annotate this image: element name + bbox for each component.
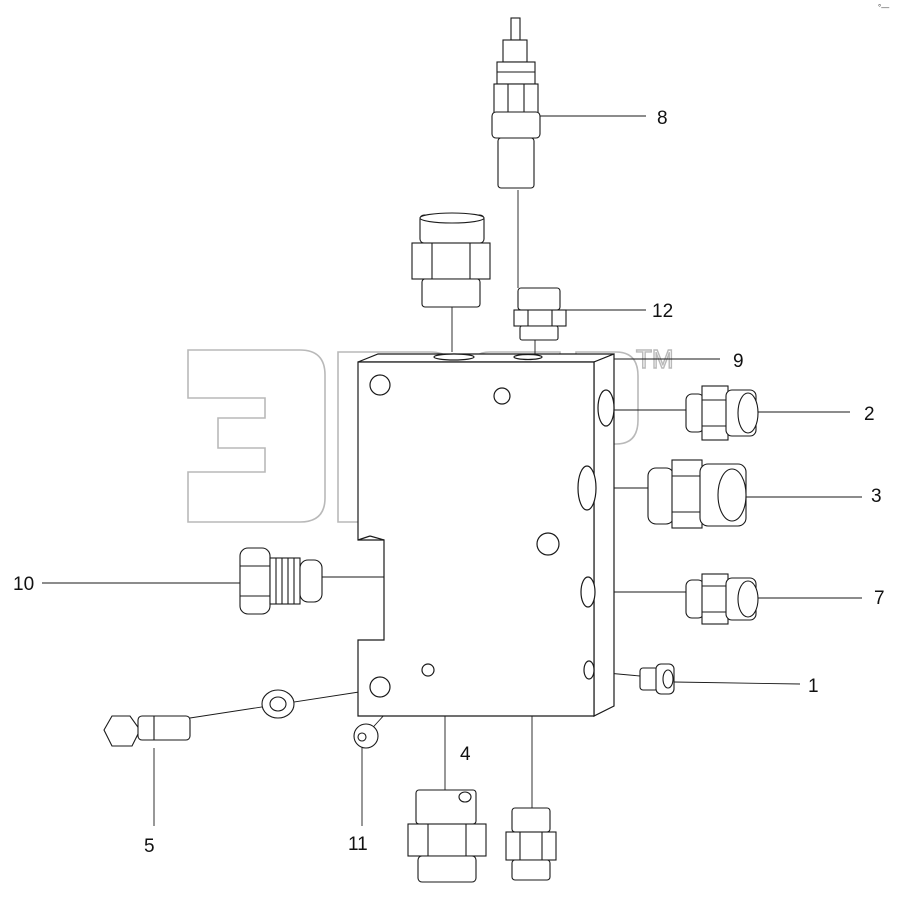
fitting-12	[513, 287, 567, 341]
fitting-3	[647, 459, 747, 529]
callout-8: 8	[657, 108, 668, 129]
fitting-2	[685, 385, 759, 441]
callout-labels: 8 12 9 2 3 7 1 10 4 5 11	[13, 108, 885, 857]
callout-11: 11	[348, 834, 368, 855]
valve-block	[357, 353, 615, 717]
bottom-small-fitting	[505, 807, 557, 881]
callout-1: 1	[808, 676, 819, 697]
top-large-fitting	[411, 212, 491, 308]
fitting-7	[685, 573, 759, 625]
callout-3: 3	[871, 486, 882, 507]
callout-12: 12	[652, 301, 673, 322]
plug-1	[639, 663, 675, 695]
washer	[261, 689, 295, 719]
check-valve-10	[239, 547, 323, 615]
bolt-5	[103, 715, 191, 747]
callout-9: 9	[733, 351, 744, 372]
fitting-4	[407, 789, 487, 883]
plug-11	[353, 723, 379, 749]
corner-mark: °—	[878, 3, 889, 12]
callout-10: 10	[13, 574, 34, 595]
callout-2: 2	[864, 404, 875, 425]
callout-4: 4	[460, 744, 471, 765]
callout-7: 7	[874, 588, 885, 609]
pressure-sensor	[491, 17, 541, 189]
callout-5: 5	[144, 836, 155, 857]
